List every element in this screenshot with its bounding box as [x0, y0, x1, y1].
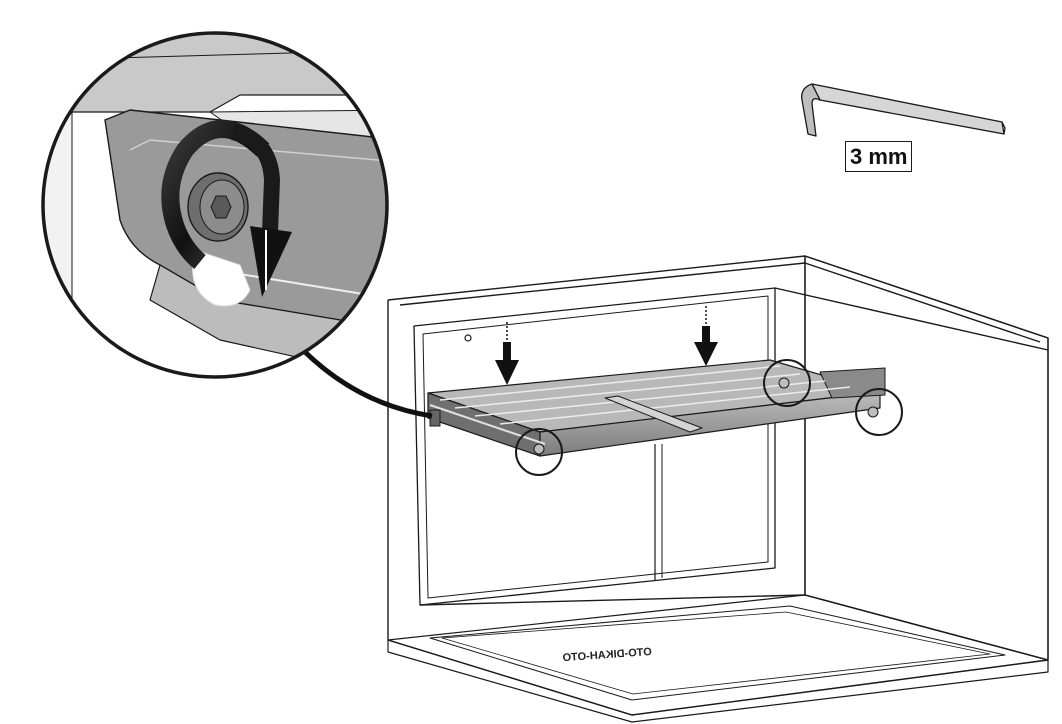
shelf-slat — [474, 380, 826, 417]
shelf-screw — [778, 377, 790, 389]
screw-highlight-circle — [515, 428, 563, 476]
shelf-slat — [454, 373, 801, 409]
push-down-arrow-right — [694, 306, 718, 366]
shelf-screw — [867, 406, 879, 418]
allen-key-icon — [801, 83, 1006, 137]
shelf-front-rail — [429, 404, 546, 445]
rotation-arrow-tail — [230, 124, 280, 233]
inner-bottom-line — [419, 594, 1049, 661]
inner-right-wall-line — [774, 287, 1049, 351]
callout-leader — [303, 350, 433, 419]
mounting-hole — [464, 334, 472, 342]
hex-socket-icon — [210, 195, 232, 219]
push-down-arrow-left — [495, 322, 519, 385]
cabinet-base-front — [387, 640, 1049, 723]
screw-highlight-circle — [763, 359, 811, 407]
zoom-callout — [41, 31, 433, 419]
cabinet-floor-inner — [429, 605, 1006, 701]
zoom-slot — [192, 249, 251, 307]
floor-engraving: OTO-DIKAH-OTO — [562, 646, 652, 664]
cabinet-inner-frame-2 — [422, 295, 769, 599]
cabinet-inner-frame — [413, 287, 776, 606]
rotation-arrow — [161, 120, 270, 269]
shelf — [427, 359, 886, 457]
shelf-slat — [499, 386, 851, 425]
cabinet-floor-inner-2 — [441, 611, 991, 695]
shelf-center-bar — [604, 395, 703, 433]
shelf-bracket-right — [819, 367, 886, 399]
zoom-side-wall — [43, 111, 73, 377]
cabinet — [387, 255, 1049, 723]
tool-size-label: 3 mm — [845, 141, 913, 172]
screw-highlight-circles — [515, 359, 903, 476]
push-arrows — [495, 306, 718, 385]
cabinet-floor-outer — [387, 594, 1049, 716]
right-side-panel — [804, 255, 1049, 661]
rotation-arrowhead — [250, 226, 292, 297]
shelf-slat — [439, 365, 781, 401]
screw-highlight-circle — [855, 388, 903, 436]
cabinet-top-back-edge — [387, 255, 1049, 339]
shelf-screw — [533, 443, 545, 455]
